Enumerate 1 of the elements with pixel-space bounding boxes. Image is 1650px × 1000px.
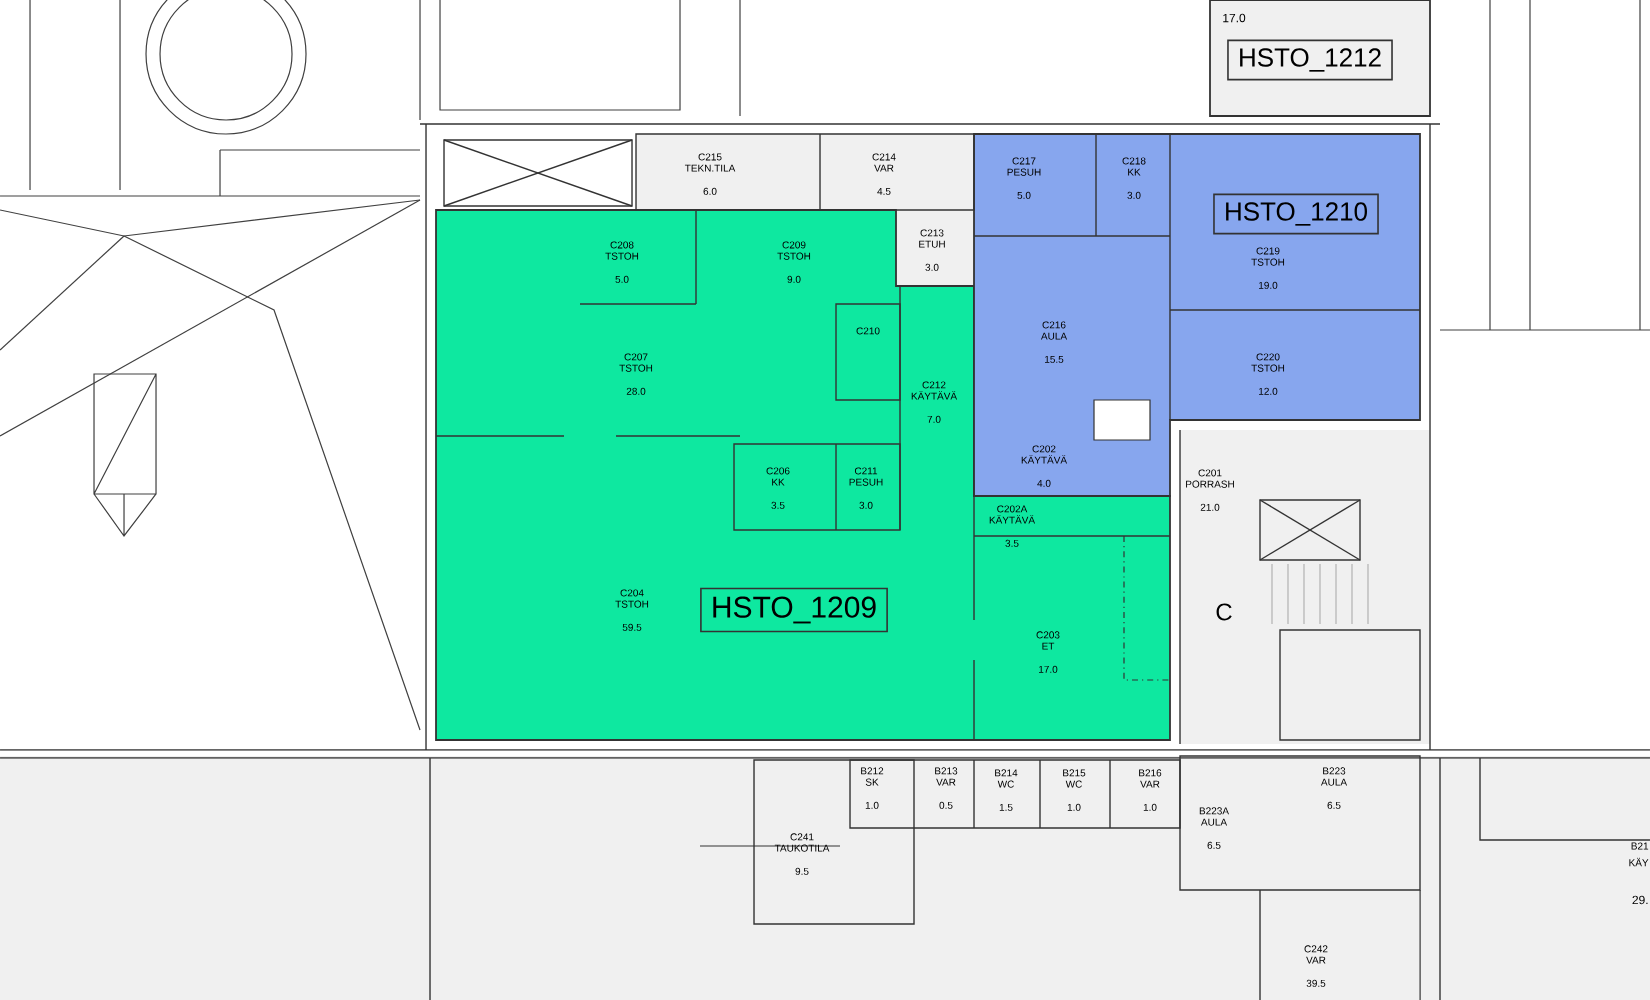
plan-label: C [1216, 603, 1232, 621]
